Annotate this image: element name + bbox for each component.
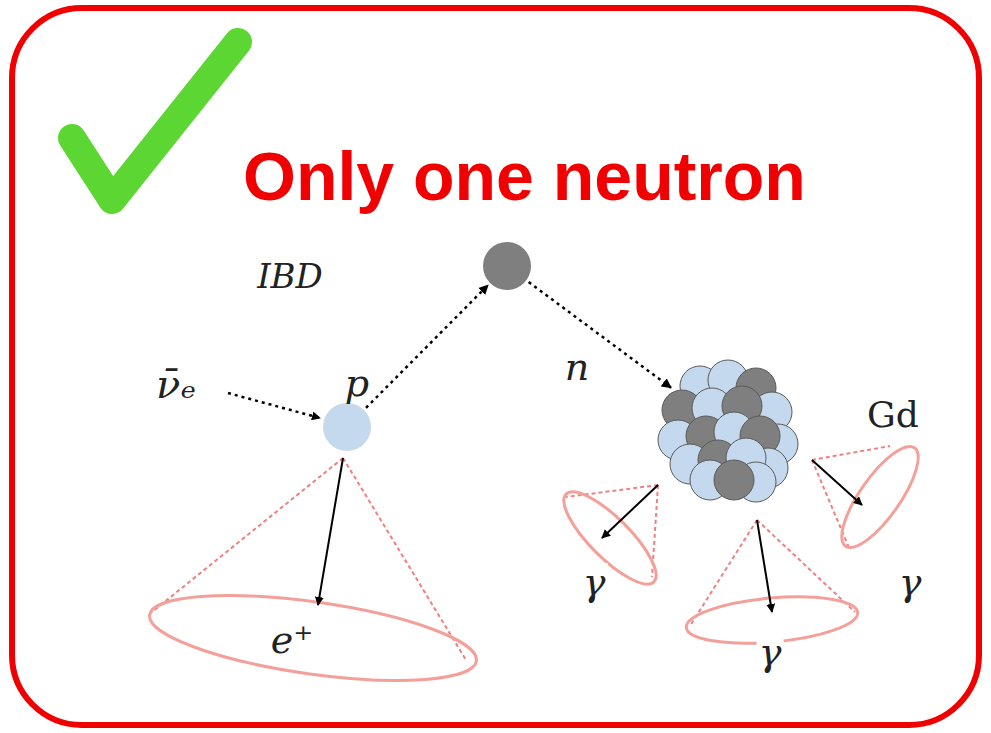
cone-line bbox=[812, 446, 890, 460]
node-label: Gd bbox=[867, 397, 919, 433]
check-mark bbox=[72, 42, 238, 200]
cone-line bbox=[690, 520, 757, 626]
cone-line bbox=[812, 460, 850, 550]
gamma-arrow bbox=[812, 460, 862, 505]
frame-border bbox=[12, 8, 979, 725]
positron-arrow bbox=[318, 458, 343, 605]
connector-segment bbox=[366, 285, 488, 408]
nucleus-drawing bbox=[660, 362, 796, 498]
particle-label: e⁺ bbox=[271, 621, 314, 659]
process-label: IBD bbox=[257, 259, 323, 293]
neutron-circle bbox=[483, 242, 531, 290]
gamma-arrow bbox=[602, 485, 658, 538]
particle-label: ν̄ₑ bbox=[156, 364, 196, 404]
gamma-arrow bbox=[757, 520, 772, 612]
connector-segment bbox=[529, 282, 671, 388]
particle-label: γ bbox=[757, 633, 784, 671]
title-text: Only one neutron bbox=[243, 142, 806, 210]
cherenkov-ring bbox=[552, 480, 668, 596]
particle-label: γ bbox=[897, 563, 924, 601]
particle-label: γ bbox=[581, 563, 608, 601]
cone-line bbox=[152, 458, 343, 612]
cherenkov-ring bbox=[829, 436, 931, 557]
cone-line bbox=[343, 458, 466, 660]
proton-circle: p bbox=[323, 403, 371, 451]
node-label: p bbox=[345, 364, 369, 402]
neutron-ball bbox=[714, 460, 754, 500]
cone-line bbox=[566, 485, 658, 497]
cherenkov-ring bbox=[145, 579, 482, 696]
gd-nucleus: Gd bbox=[660, 362, 796, 498]
neutrino-arrow bbox=[228, 393, 320, 418]
dotted-connector bbox=[366, 282, 671, 408]
edge-label: n bbox=[563, 348, 591, 386]
